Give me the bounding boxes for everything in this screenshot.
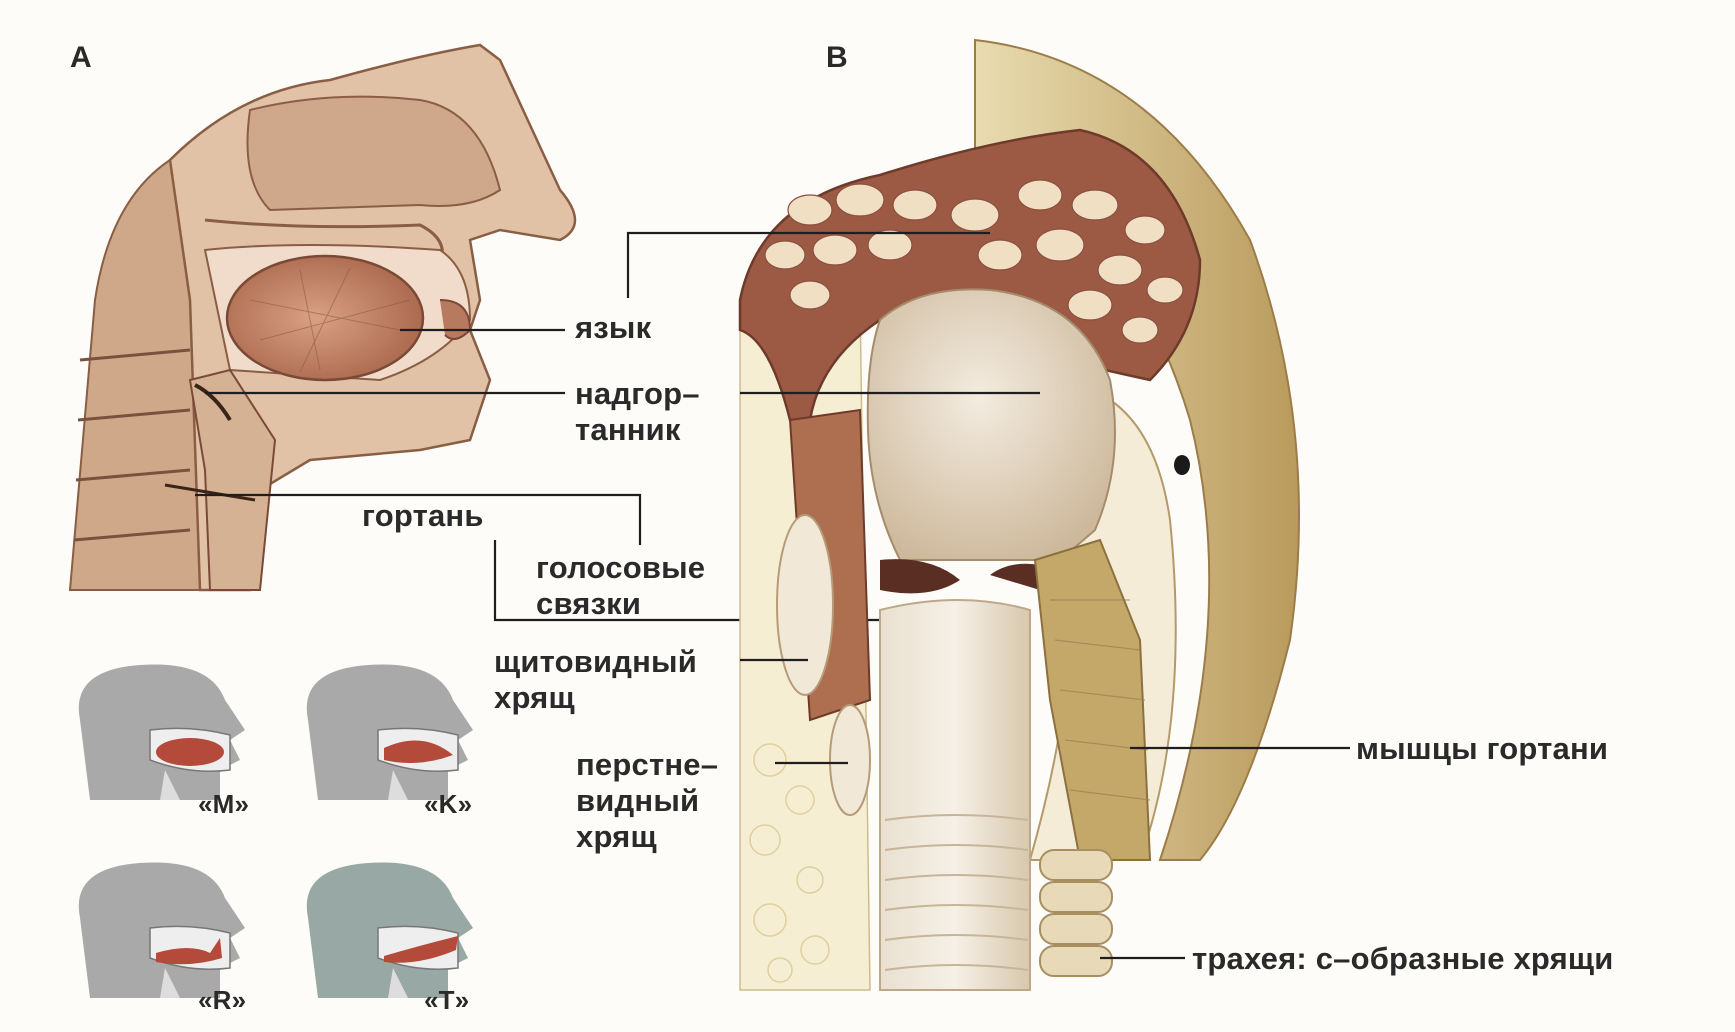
silhouette-m [79, 664, 245, 800]
thyroid-cartilage [777, 515, 833, 695]
cricoid-cartilage [830, 705, 870, 815]
sound-label-k: «K» [424, 786, 472, 822]
silhouette-r [79, 862, 245, 998]
label-thyroid-line2: хрящ [494, 680, 575, 716]
sound-label-t: «T» [424, 982, 469, 1018]
label-trachea: трахея: с–образные хрящи [1192, 941, 1614, 977]
sound-label-r: «R» [198, 982, 246, 1018]
label-vocal-cords-line2: связки [536, 586, 641, 622]
silhouette-k [307, 664, 473, 800]
larynx-section [740, 40, 1299, 990]
panel-letter-b: B [826, 40, 848, 76]
head-sagittal-section [70, 45, 575, 590]
epiglottis-b [868, 289, 1115, 560]
sound-label-m: «M» [198, 786, 249, 822]
label-cricoid-line1: перстне– [576, 747, 718, 783]
silhouette-t [307, 862, 473, 998]
label-tongue: язык [575, 310, 651, 346]
label-vocal-cords-line1: голосовые [536, 550, 705, 586]
sound-silhouettes [79, 664, 473, 998]
tongue-a [227, 256, 423, 380]
panel-letter-a: A [70, 40, 92, 76]
trachea-lumen [880, 600, 1030, 990]
label-epiglottis-line2: танник [575, 412, 681, 448]
label-larynx: гортань [362, 498, 484, 534]
label-cricoid-line3: хрящ [576, 819, 657, 855]
label-epiglottis-line1: надгор– [575, 376, 700, 412]
label-thyroid-line1: щитовидный [494, 644, 697, 680]
label-cricoid-line2: видный [576, 783, 699, 819]
label-larynx-muscles: мышцы гортани [1356, 731, 1608, 767]
